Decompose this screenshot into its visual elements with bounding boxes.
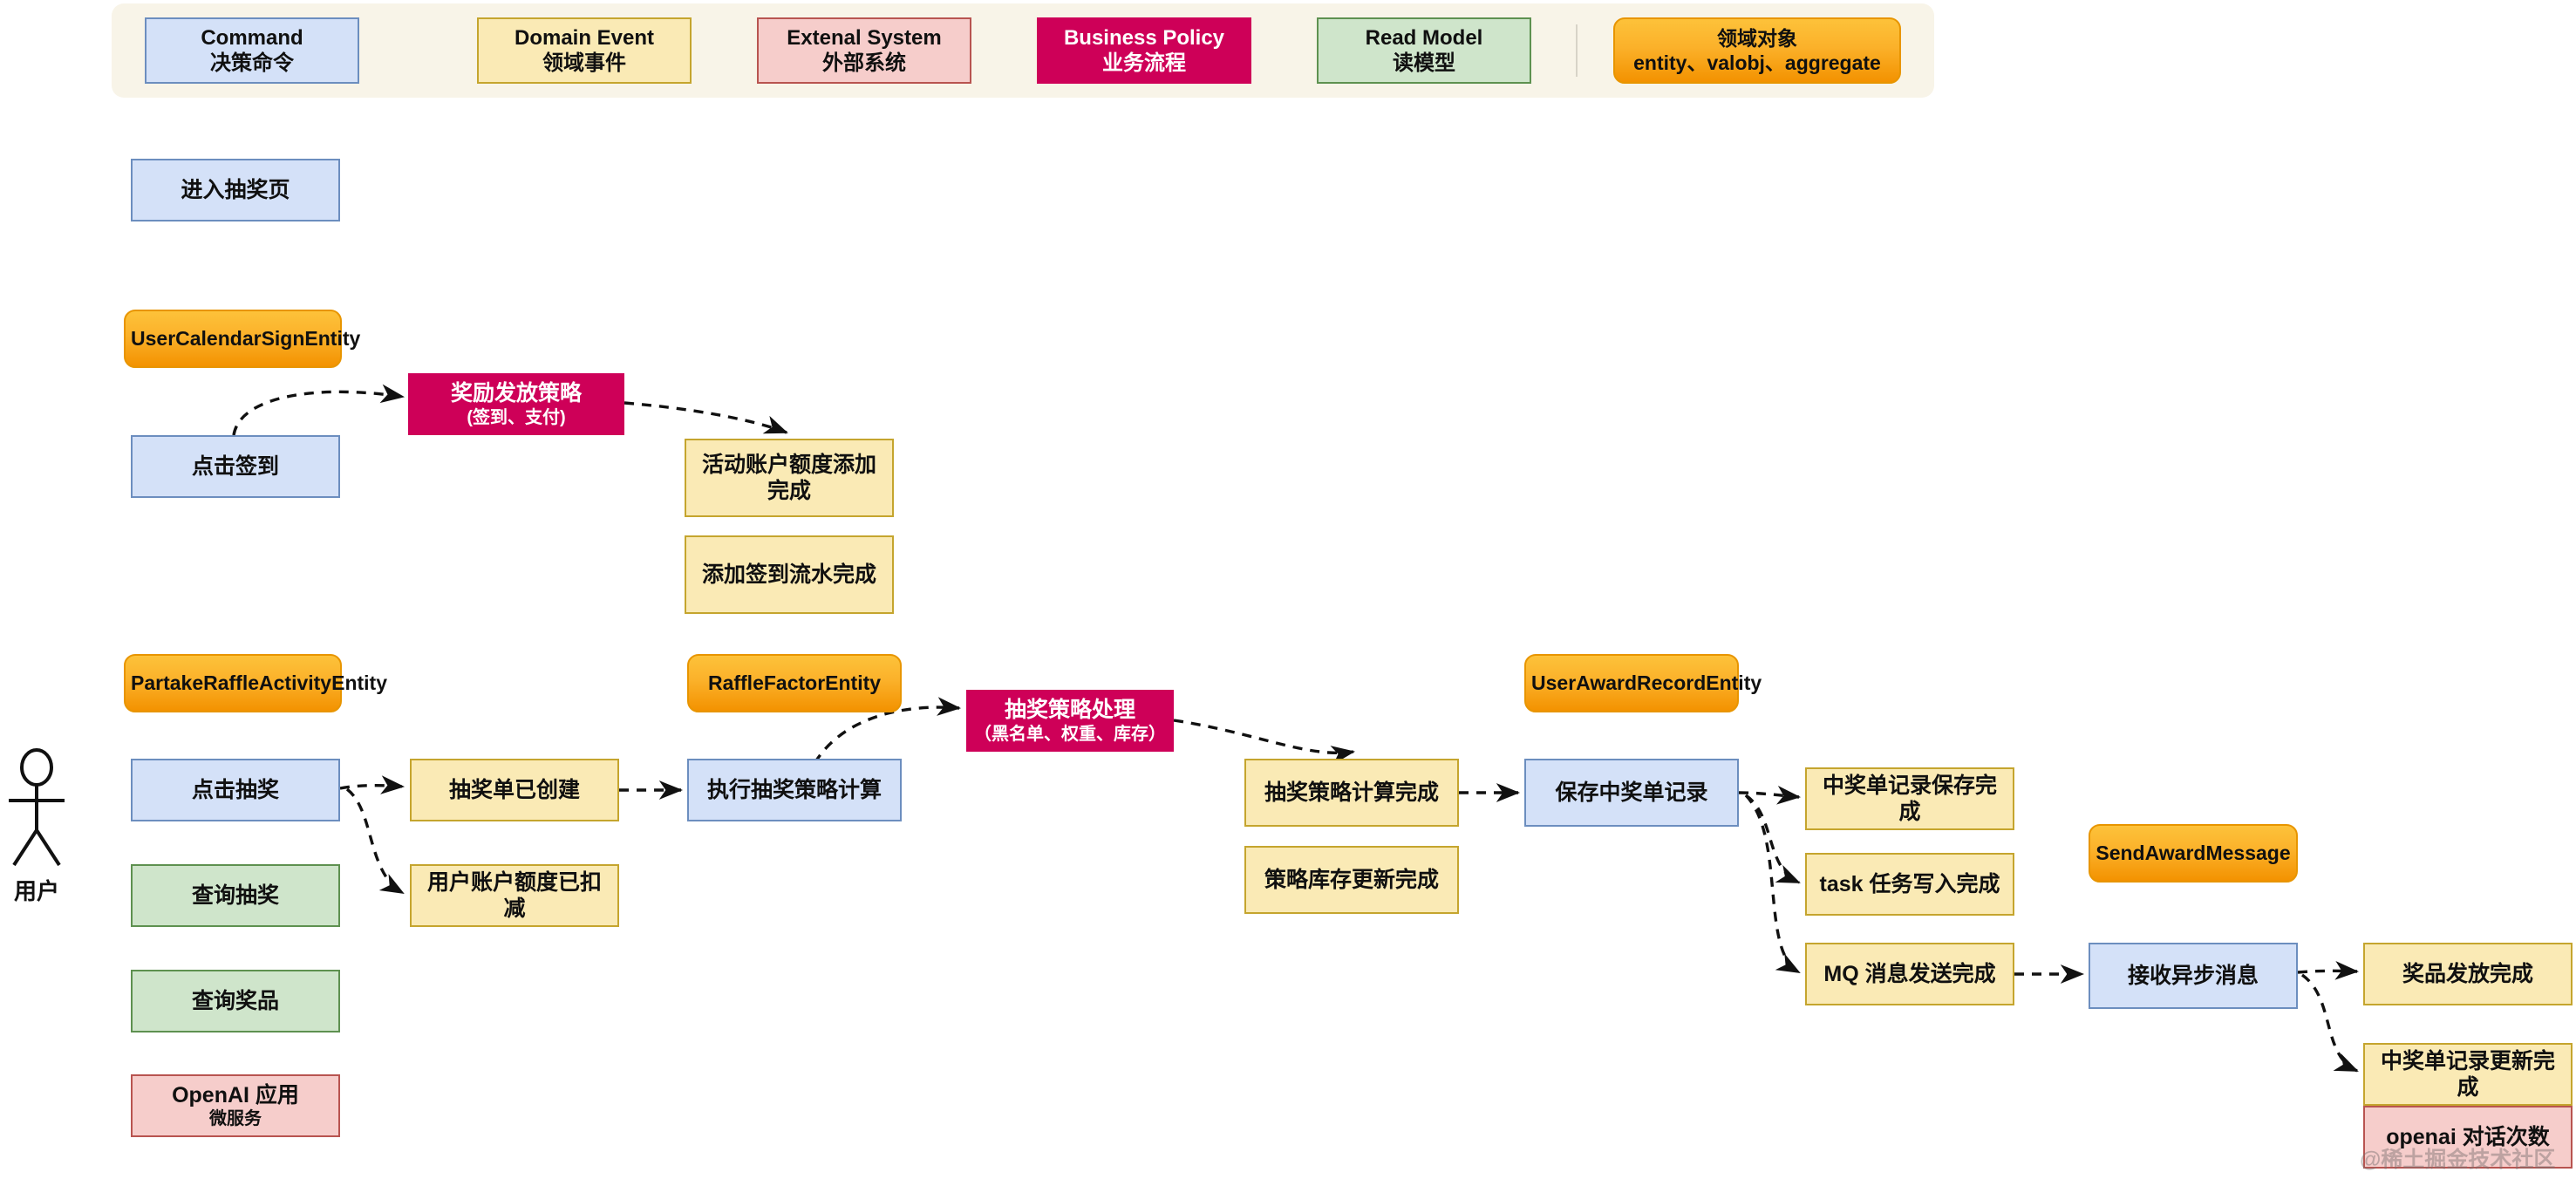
node-task-written[interactable]: task 任务写入完成	[1805, 853, 2014, 916]
node-label: 点击抽奖	[191, 777, 279, 802]
node-label: UserCalendarSignEntity	[131, 327, 361, 351]
node-enter-raffle-page[interactable]: 进入抽奖页	[131, 159, 340, 221]
node-label: 奖励发放策略	[450, 381, 582, 406]
edge-save-award-record-to-task-written	[1745, 794, 1801, 884]
watermark: @稀土掘金技术社区	[2360, 1148, 2556, 1172]
legend-item-title: Business Policy	[1063, 25, 1225, 50]
node-receive-async-message[interactable]: 接收异步消息	[2089, 943, 2298, 1009]
node-sublabel: (签到、支付)	[467, 407, 566, 427]
node-label: 中奖单记录保存完成	[1822, 773, 1997, 825]
legend-item-title: Command	[201, 25, 303, 50]
edge-click-raffle-to-raffle-order-created	[339, 775, 405, 794]
node-label: 接收异步消息	[2127, 963, 2259, 988]
node-user-account-deducted[interactable]: 用户账户额度已扣减	[410, 864, 619, 927]
legend-item-subtitle: entity、valobj、aggregate	[1633, 51, 1881, 74]
node-send-award-message[interactable]: SendAwardMessage	[2089, 824, 2298, 883]
legend-item-title: Domain Event	[514, 25, 655, 50]
node-strategy-stock-updated[interactable]: 策略库存更新完成	[1244, 846, 1459, 914]
edge-save-award-record-to-award-record-saved	[1738, 785, 1802, 805]
actor-label: 用户	[13, 878, 59, 904]
node-label: 抽奖策略计算完成	[1264, 780, 1439, 805]
node-openai-app-microservice[interactable]: OpenAI 应用微服务	[131, 1074, 340, 1137]
node-label: MQ 消息发送完成	[1823, 961, 1996, 986]
node-label: 抽奖单已创建	[448, 777, 580, 802]
legend-item-title: 领域对象	[1717, 26, 1797, 50]
node-label: 查询抽奖	[191, 883, 279, 908]
node-award-record-updated[interactable]: 中奖单记录更新完成	[2363, 1043, 2573, 1106]
node-label: 用户账户额度已扣减	[426, 869, 602, 922]
node-label: 点击签到	[191, 453, 279, 479]
node-raffle-factor-entity[interactable]: RaffleFactorEntity	[687, 654, 902, 712]
node-award-granted[interactable]: 奖品发放完成	[2363, 943, 2573, 1005]
node-raffle-order-created[interactable]: 抽奖单已创建	[410, 759, 619, 821]
edge-receive-async-message-to-award-granted	[2297, 961, 2360, 980]
legend-item-title: Extenal System	[787, 25, 942, 50]
legend-item-subtitle: 领域事件	[542, 51, 626, 75]
node-label: 添加签到流水完成	[701, 562, 876, 587]
edge-raffle-strategy-handle-to-raffle-strategy-calc-done	[1173, 719, 1356, 765]
node-label: RaffleFactorEntity	[707, 671, 882, 695]
legend-item-subtitle: 业务流程	[1102, 51, 1186, 75]
node-label: 策略库存更新完成	[1264, 867, 1439, 892]
legend-divider	[1576, 24, 1578, 77]
node-label: task 任务写入完成	[1819, 871, 2000, 896]
edge-receive-async-message-to-award-record-updated	[2300, 973, 2359, 1073]
node-label: 奖品发放完成	[2402, 961, 2533, 986]
node-label: 查询奖品	[191, 988, 279, 1013]
node-partake-raffle-activity-entity[interactable]: PartakeRaffleActivityEntity	[124, 654, 387, 712]
node-save-award-record[interactable]: 保存中奖单记录	[1524, 759, 1739, 827]
node-user-calendar-sign-entity[interactable]: UserCalendarSignEntity	[124, 310, 360, 368]
node-raffle-strategy-calc-done[interactable]: 抽奖策略计算完成	[1244, 759, 1459, 827]
node-award-grant-policy[interactable]: 奖励发放策略(签到、支付)	[408, 373, 624, 435]
node-label: 活动账户额度添加完成	[701, 452, 876, 504]
node-activity-account-added[interactable]: 活动账户额度添加完成	[685, 439, 894, 517]
legend-item-subtitle: 读模型	[1393, 51, 1455, 75]
node-query-award[interactable]: 查询奖品	[131, 970, 340, 1032]
node-user-award-record-entity[interactable]: UserAwardRecordEntity	[1524, 654, 1762, 712]
node-sublabel: （黑名单、权重、库存）	[974, 724, 1166, 744]
legend-item-title: Read Model	[1365, 25, 1483, 50]
edge-click-raffle-to-user-account-deducted	[345, 787, 405, 895]
node-label: 进入抽奖页	[181, 177, 290, 202]
node-exec-raffle-strategy[interactable]: 执行抽奖策略计算	[687, 759, 902, 821]
edge-click-sign-in-to-award-grant-policy	[232, 384, 405, 436]
node-label: OpenAI 应用	[172, 1082, 299, 1107]
node-label: openai 对话次数	[2386, 1124, 2550, 1149]
node-label: UserAwardRecordEntity	[1531, 671, 1762, 695]
node-query-raffle[interactable]: 查询抽奖	[131, 864, 340, 927]
node-raffle-strategy-handle[interactable]: 抽奖策略处理（黑名单、权重、库存）	[966, 690, 1174, 752]
node-label: 中奖单记录更新完成	[2380, 1048, 2555, 1101]
node-sublabel: 微服务	[209, 1109, 262, 1129]
actor-user-icon	[9, 748, 65, 867]
node-label: 执行抽奖策略计算	[706, 777, 882, 802]
node-mq-message-sent[interactable]: MQ 消息发送完成	[1805, 943, 2014, 1005]
node-label: 抽奖策略处理	[1004, 698, 1135, 723]
edge-save-award-record-to-mq-message-sent	[1744, 794, 1801, 974]
legend-item-subtitle: 外部系统	[822, 51, 906, 75]
node-label: 保存中奖单记录	[1555, 780, 1708, 805]
legend-item-subtitle: 决策命令	[210, 51, 294, 75]
node-click-raffle[interactable]: 点击抽奖	[131, 759, 340, 821]
node-sign-flow-added[interactable]: 添加签到流水完成	[685, 535, 894, 614]
node-openai-dialog-count[interactable]: openai 对话次数	[2363, 1106, 2573, 1169]
edge-award-grant-policy-to-activity-account-added	[624, 401, 788, 434]
node-label: PartakeRaffleActivityEntity	[131, 671, 387, 695]
node-label: SendAwardMessage	[2096, 842, 2291, 865]
node-click-sign-in[interactable]: 点击签到	[131, 435, 340, 498]
node-award-record-saved[interactable]: 中奖单记录保存完成	[1805, 767, 2014, 830]
